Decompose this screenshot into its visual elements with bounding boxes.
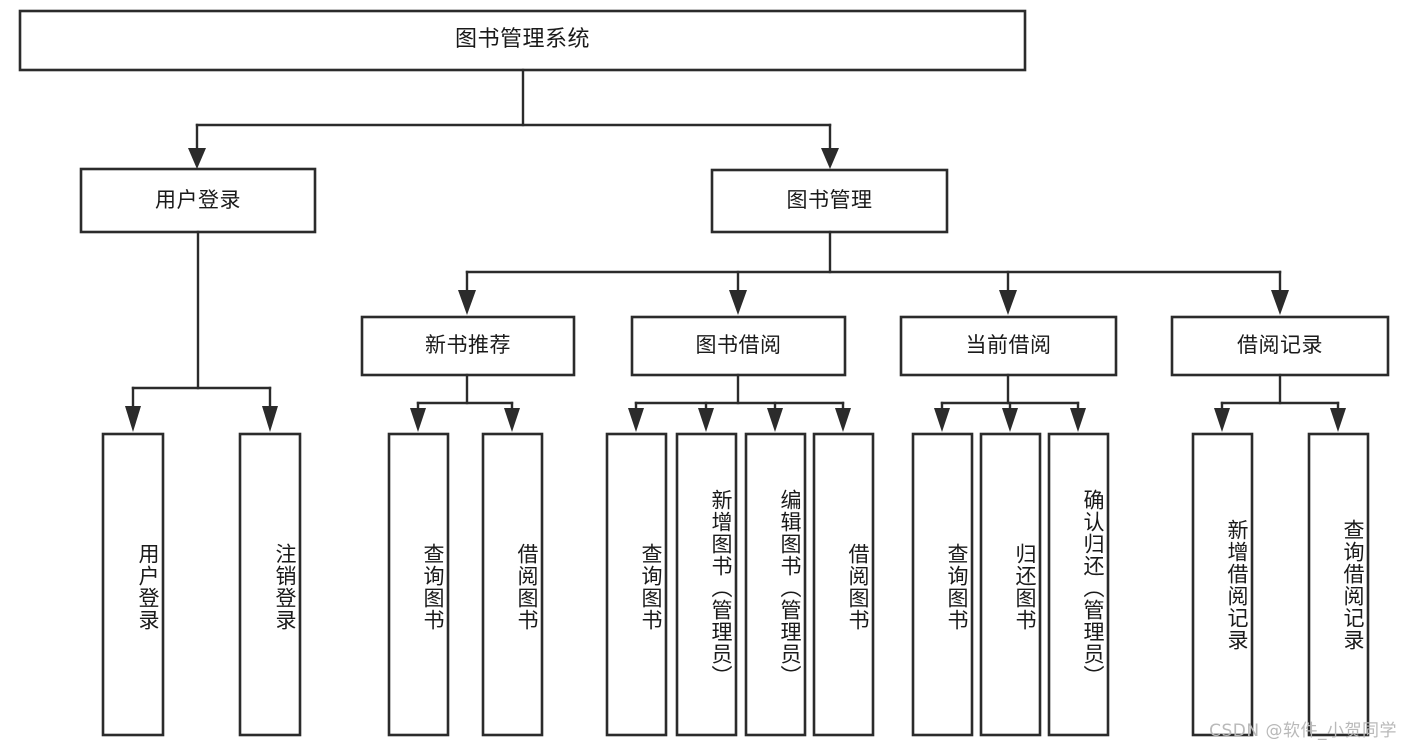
- arrow-head-borrow-record: [1271, 290, 1289, 315]
- node-leaf-current-confirm-box[interactable]: [1047, 432, 1110, 737]
- arrow-head-leaf-borrow-edit: [767, 408, 783, 432]
- arrow-head-leaf-user-login: [125, 406, 141, 432]
- arrow-head-book-borrow: [729, 290, 747, 315]
- node-leaf-record-query-box[interactable]: [1307, 432, 1370, 737]
- node-leaf-current-return-box[interactable]: [979, 432, 1042, 737]
- node-book-manage-box[interactable]: [710, 168, 949, 234]
- arrow-head-leaf-recommend-query: [410, 408, 426, 432]
- arrow-head-user-login: [188, 148, 206, 169]
- node-leaf-current-query-box[interactable]: [911, 432, 974, 737]
- node-leaf-borrow-edit-box[interactable]: [744, 432, 807, 737]
- node-borrow-record-box[interactable]: [1170, 315, 1390, 377]
- arrow-head-new-book-recommend: [458, 290, 476, 315]
- node-new-book-recommend-box[interactable]: [360, 315, 576, 377]
- arrow-head-leaf-borrow-query: [628, 408, 644, 432]
- arrow-head-leaf-record-add: [1214, 408, 1230, 432]
- node-leaf-borrow-lend-box[interactable]: [812, 432, 875, 737]
- arrow-head-leaf-record-query: [1330, 408, 1346, 432]
- arrow-head-book-manage: [821, 148, 839, 169]
- node-book-borrow-box[interactable]: [630, 315, 847, 377]
- arrow-head-current-borrow: [999, 290, 1017, 315]
- node-leaf-recommend-borrow-box[interactable]: [481, 432, 544, 737]
- node-leaf-logout-box[interactable]: [238, 432, 302, 737]
- node-leaf-borrow-add-box[interactable]: [675, 432, 738, 737]
- arrow-head-leaf-recommend-borrow: [504, 408, 520, 432]
- arrow-head-leaf-borrow-lend: [835, 408, 851, 432]
- arrow-head-leaf-current-return: [1002, 408, 1018, 432]
- node-leaf-borrow-query-box[interactable]: [605, 432, 668, 737]
- node-current-borrow-box[interactable]: [899, 315, 1118, 377]
- node-leaf-record-add-box[interactable]: [1191, 432, 1254, 737]
- node-leaf-user-login-box[interactable]: [101, 432, 165, 737]
- node-user-login-box[interactable]: [79, 167, 317, 234]
- node-root-box[interactable]: [18, 9, 1027, 72]
- arrow-head-leaf-borrow-add: [698, 408, 714, 432]
- node-leaf-recommend-query-box[interactable]: [387, 432, 450, 737]
- arrow-head-leaf-current-query: [934, 408, 950, 432]
- arrow-head-leaf-logout: [262, 406, 278, 432]
- arrow-head-leaf-current-confirm: [1070, 408, 1086, 432]
